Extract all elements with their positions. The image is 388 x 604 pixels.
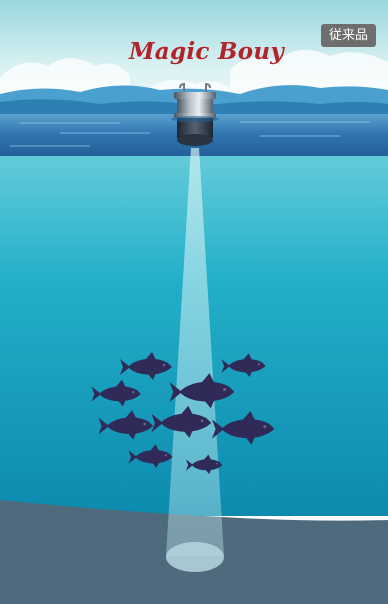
sonar-footprint	[166, 542, 224, 572]
buoy-icon	[171, 84, 219, 146]
app-title: Magic Bouy	[129, 38, 284, 65]
mode-toggle-button[interactable]: 従来品	[321, 24, 376, 47]
